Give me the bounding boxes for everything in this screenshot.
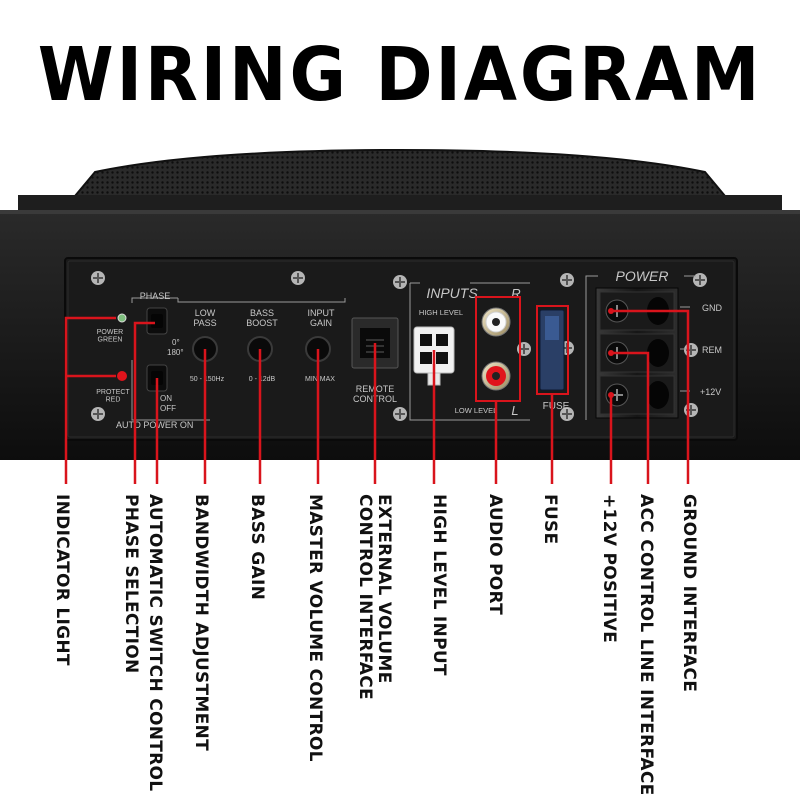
power-led bbox=[117, 313, 127, 323]
screw-icon bbox=[684, 403, 698, 417]
screw-icon bbox=[291, 271, 305, 285]
phase-label: PHASE bbox=[140, 291, 171, 301]
protect-led bbox=[117, 371, 127, 381]
power-label: POWER bbox=[616, 268, 669, 284]
phase-0-label: 0° bbox=[172, 338, 180, 347]
label-indicator-light: INDICATOR LIGHT bbox=[52, 494, 72, 666]
label-phase-selection: PHASE SELECTION bbox=[121, 494, 141, 674]
screw-icon bbox=[560, 407, 574, 421]
screw-icon bbox=[393, 275, 407, 289]
label-master-volume-control: MASTER VOLUME CONTROL bbox=[305, 494, 325, 762]
inputs-l-label: L bbox=[511, 403, 518, 418]
plus12v-label: +12V bbox=[700, 387, 721, 397]
inputs-r-label: R bbox=[511, 286, 520, 301]
screw-icon bbox=[393, 407, 407, 421]
screw-icon bbox=[91, 271, 105, 285]
leader-acc bbox=[611, 351, 650, 484]
label-high-level-input: HIGH LEVEL INPUT bbox=[429, 494, 449, 676]
leader-ground bbox=[611, 309, 690, 484]
on-label: ON bbox=[160, 394, 172, 403]
screw-icon bbox=[560, 273, 574, 287]
rca-left-port[interactable] bbox=[481, 361, 511, 391]
label-fuse: FUSE bbox=[540, 494, 560, 545]
diagram-title: WIRING DIAGRAM bbox=[37, 32, 763, 118]
leader-phase-selection bbox=[133, 321, 155, 484]
input-gain-range: MIN MAX bbox=[305, 376, 335, 383]
phase-180-label: 180° bbox=[167, 348, 184, 357]
inputs-label: INPUTS bbox=[426, 285, 478, 301]
fuse-section: FUSE bbox=[539, 309, 570, 412]
low-pass-range: 50 - 150Hz bbox=[190, 376, 225, 383]
screw-icon bbox=[91, 407, 105, 421]
label-plus12v-positive: +12V POSITIVE bbox=[599, 494, 619, 644]
label-automatic-switch-control: AUTOMATIC SWITCH CONTROL bbox=[145, 494, 165, 792]
off-label: OFF bbox=[160, 404, 176, 413]
high-level-label: HIGH LEVEL bbox=[419, 308, 463, 317]
label-external-volume-control-interface: EXTERNAL VOLUME CONTROL INTERFACE bbox=[355, 494, 394, 700]
screw-icon bbox=[693, 273, 707, 287]
fuse-label: FUSE bbox=[543, 401, 570, 412]
label-bandwidth-adjustment: BANDWIDTH ADJUSTMENT bbox=[191, 494, 211, 751]
low-level-label: LOW LEVEL bbox=[455, 406, 498, 415]
label-ground-interface: GROUND INTERFACE bbox=[679, 494, 699, 693]
gnd-label: GND bbox=[702, 303, 723, 313]
rca-right-port[interactable] bbox=[481, 307, 511, 337]
screw-icon bbox=[684, 343, 698, 357]
leader-lines bbox=[64, 309, 690, 484]
label-bass-gain: BASS GAIN bbox=[247, 494, 267, 601]
leader-dots bbox=[608, 308, 614, 398]
auto-power-on-label: AUTO POWER ON bbox=[116, 420, 193, 430]
audio-port-callout bbox=[475, 296, 521, 402]
rem-label: REM bbox=[702, 345, 722, 355]
label-audio-port: AUDIO PORT bbox=[485, 494, 505, 616]
leader-indicator-light bbox=[64, 316, 116, 484]
label-acc-control-line-interface: ACC CONTROL LINE INTERFACE bbox=[636, 494, 656, 796]
bass-boost-range: 0 - 12dB bbox=[249, 376, 276, 383]
